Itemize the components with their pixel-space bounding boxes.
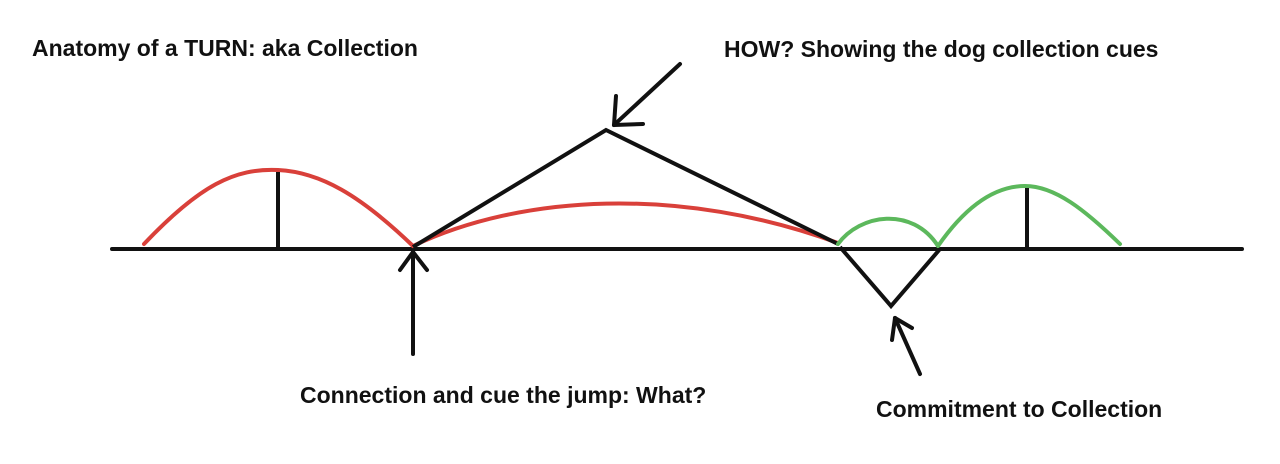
what-annotation: Connection and cue the jump: What? bbox=[300, 382, 707, 408]
commitment-annotation: Commitment to Collection bbox=[876, 396, 1163, 422]
green-large-arc bbox=[936, 183, 1122, 248]
what-arrow bbox=[398, 250, 429, 356]
red-approach-arc bbox=[142, 167, 415, 248]
red-jump-arc bbox=[411, 201, 840, 248]
handler-triangle bbox=[411, 127, 839, 249]
commitment-arrow bbox=[890, 316, 922, 376]
commitment-dip bbox=[838, 245, 942, 310]
diagram-title: Anatomy of a TURN: aka Collection bbox=[32, 35, 418, 61]
green-small-arc bbox=[836, 216, 940, 248]
how-annotation: HOW? Showing the dog collection cues bbox=[724, 36, 1159, 62]
how-arrow bbox=[612, 62, 682, 127]
